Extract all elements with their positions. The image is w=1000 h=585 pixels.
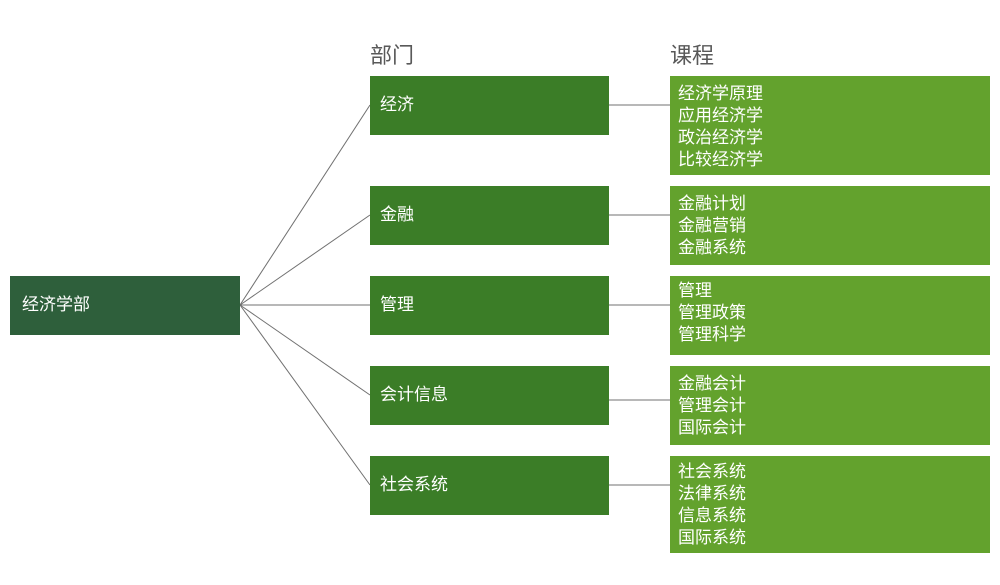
header-courses: 课程 xyxy=(670,44,715,69)
header-departments: 部门 xyxy=(370,44,415,69)
connector-root-dept-2 xyxy=(239,214,371,306)
course-list: 经济学原理 应用经济学 政治经济学 比较经济学 xyxy=(670,76,990,175)
course-item: 金融会计 xyxy=(678,374,746,394)
dept-node: 金融 xyxy=(370,186,609,245)
dept-node: 经济 xyxy=(370,76,609,135)
course-item: 管理 xyxy=(678,281,712,301)
course-list: 金融计划 金融营销 金融系统 xyxy=(670,186,990,265)
connector-root-dept-1 xyxy=(239,104,371,306)
course-item: 金融营销 xyxy=(678,216,746,236)
course-list: 管理 管理政策 管理科学 xyxy=(670,276,990,355)
course-item: 管理会计 xyxy=(678,396,746,416)
course-item: 法律系统 xyxy=(678,484,746,504)
course-item: 应用经济学 xyxy=(678,106,763,126)
connector-root-dept-5 xyxy=(239,304,371,486)
course-item: 管理政策 xyxy=(678,303,746,323)
dept-node: 会计信息 xyxy=(370,366,609,425)
course-item: 金融计划 xyxy=(678,194,746,214)
course-list: 金融会计 管理会计 国际会计 xyxy=(670,366,990,445)
course-item: 信息系统 xyxy=(678,506,746,526)
course-item: 比较经济学 xyxy=(678,150,763,170)
course-item: 金融系统 xyxy=(678,238,746,258)
course-item: 政治经济学 xyxy=(678,128,763,148)
course-item: 国际会计 xyxy=(678,418,746,438)
course-item: 管理科学 xyxy=(678,325,746,345)
dept-node: 社会系统 xyxy=(370,456,609,515)
connector-root-dept-4 xyxy=(239,304,371,396)
course-item: 经济学原理 xyxy=(678,84,763,104)
dept-node: 管理 xyxy=(370,276,609,335)
course-item: 国际系统 xyxy=(678,528,746,548)
course-item: 社会系统 xyxy=(678,462,746,482)
course-list: 社会系统 法律系统 信息系统 国际系统 xyxy=(670,456,990,553)
root-node: 经济学部 xyxy=(10,276,240,335)
